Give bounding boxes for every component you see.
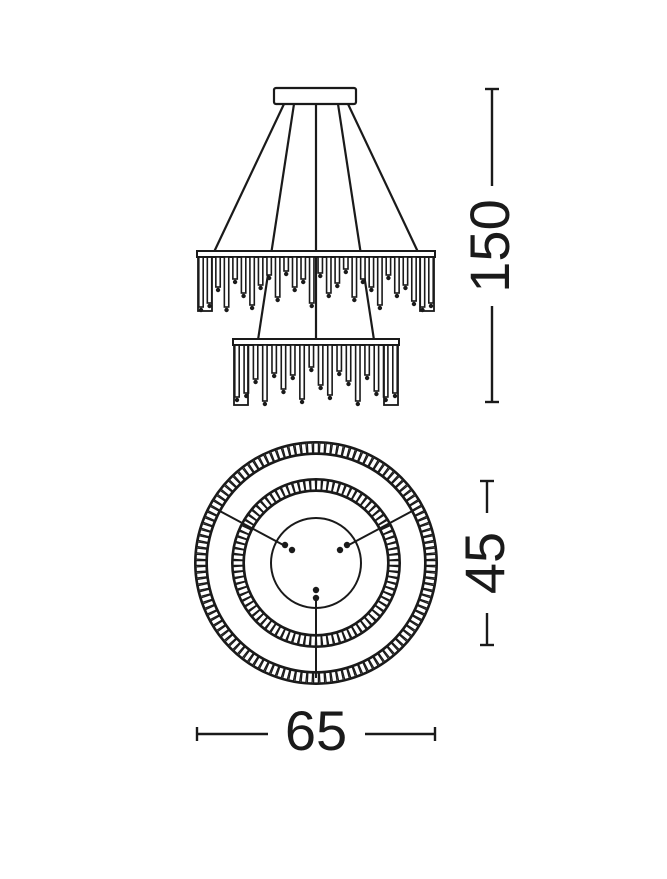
spokes bbox=[215, 508, 417, 678]
diameter-dimension: 65 bbox=[195, 699, 437, 762]
inner-height-dimension: 45 bbox=[453, 479, 516, 647]
upper-ring bbox=[196, 250, 436, 313]
upper-crystals bbox=[197, 256, 435, 313]
height-label: 150 bbox=[458, 199, 521, 292]
lower-crystals bbox=[233, 344, 399, 407]
canopy-circle bbox=[270, 517, 362, 609]
inner-height-label: 45 bbox=[453, 532, 516, 594]
suspension-wires bbox=[213, 103, 419, 342]
diameter-label: 65 bbox=[285, 699, 347, 762]
height-dimension: 150 bbox=[458, 87, 521, 404]
outer-ring bbox=[194, 441, 438, 685]
lower-ring bbox=[232, 338, 400, 407]
ceiling-canopy bbox=[272, 86, 358, 106]
side-view bbox=[196, 86, 436, 407]
mount-points bbox=[281, 541, 351, 602]
top-view bbox=[194, 441, 438, 685]
